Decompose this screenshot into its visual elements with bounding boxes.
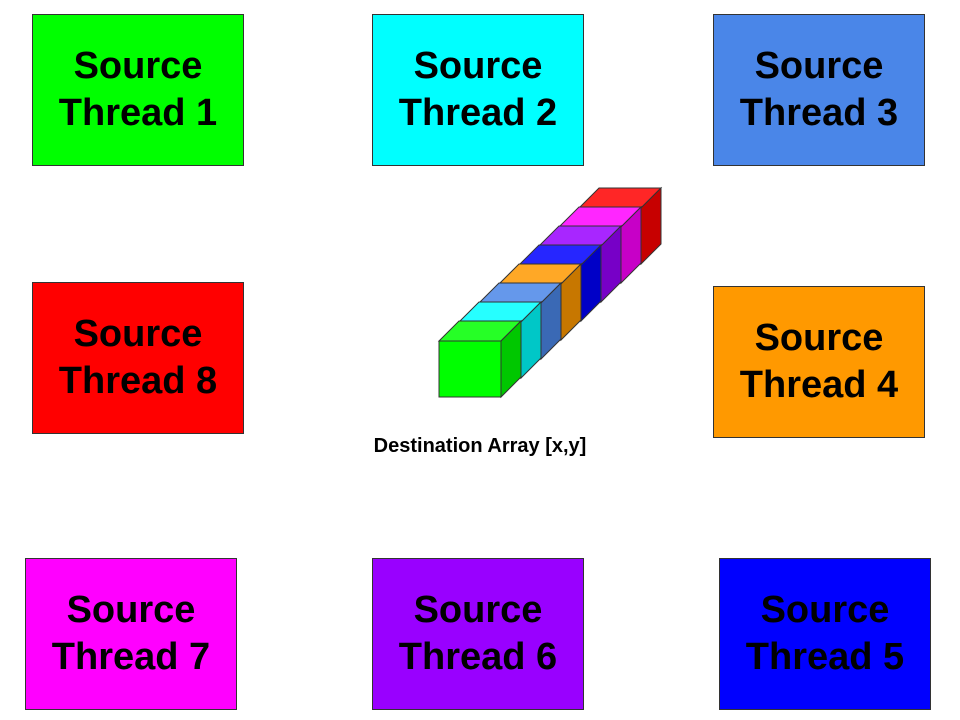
destination-array-caption: Destination Array [x,y] [373,435,587,457]
array-cube-1-front [438,340,502,398]
source-thread-3-line1: Source [754,45,884,87]
source-thread-5-box: Source Thread 5 [719,558,931,710]
source-thread-2-line1: Source [413,45,543,87]
source-thread-4-line2: Thread 4 [739,364,899,406]
source-thread-2-box: Source Thread 2 [372,14,584,166]
source-thread-5-line1: Source [760,589,890,631]
source-thread-8-box: Source Thread 8 [32,282,244,434]
source-thread-3-line2: Thread 3 [739,92,899,134]
source-thread-8-line2: Thread 8 [58,360,218,402]
source-thread-6-line2: Thread 6 [398,636,558,678]
source-thread-7-box: Source Thread 7 [25,558,237,710]
source-thread-4-box: Source Thread 4 [713,286,925,438]
source-thread-6-line1: Source [413,589,543,631]
source-thread-1-box: Source Thread 1 [32,14,244,166]
source-thread-3-box: Source Thread 3 [713,14,925,166]
source-thread-1-line2: Thread 1 [58,92,218,134]
source-thread-8-line1: Source [73,313,203,355]
source-thread-5-line2: Thread 5 [745,636,905,678]
source-thread-7-line1: Source [66,589,196,631]
source-thread-6-box: Source Thread 6 [372,558,584,710]
source-thread-7-line2: Thread 7 [51,636,211,678]
source-thread-2-line2: Thread 2 [398,92,558,134]
source-thread-1-line1: Source [73,45,203,87]
source-thread-4-line1: Source [754,317,884,359]
